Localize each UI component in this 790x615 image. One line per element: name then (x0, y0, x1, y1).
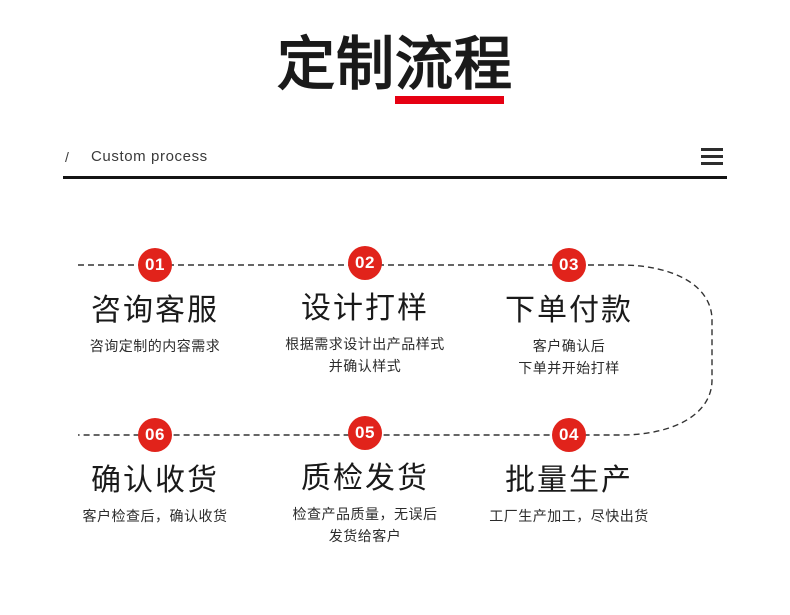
step-title: 批量生产 (505, 464, 633, 497)
subtitle-label: Custom process (91, 148, 208, 165)
step-number-badge: 04 (552, 418, 586, 452)
menu-bar-2 (701, 155, 723, 158)
step-number-badge: 03 (552, 248, 586, 282)
hamburger-menu-icon[interactable] (701, 148, 723, 165)
step-description: 根据需求设计出产品样式 并确认样式 (250, 333, 480, 377)
page-header: 定制流程 / Custom process (0, 0, 790, 190)
step-description-line: 下单并开始打样 (518, 360, 620, 376)
page-title-plain: 定制 (276, 32, 395, 97)
step-description-line: 咨询定制的内容需求 (89, 338, 221, 354)
step-number-badge: 02 (348, 246, 382, 280)
menu-bar-1 (701, 148, 723, 151)
subtitle-row: / Custom process (63, 146, 727, 176)
flow-connector-line (78, 264, 713, 436)
step-description-line: 工厂生产加工，尽快出货 (489, 508, 649, 524)
step-description: 工厂生产加工，尽快出货 (454, 505, 684, 527)
step-description-line: 客户确认后 (532, 338, 606, 354)
page-title: 定制流程 (0, 33, 790, 97)
step-description: 客户确认后 下单并开始打样 (454, 335, 684, 379)
step-number-badge: 01 (138, 248, 172, 282)
step-title: 质检发货 (301, 462, 429, 495)
page-title-highlight: 流程 (395, 32, 514, 97)
subtitle-slash-mark: / (65, 149, 69, 165)
step-description-line: 根据需求设计出产品样式 (285, 336, 445, 352)
title-underline-accent-bar (395, 96, 504, 104)
header-divider (63, 176, 727, 179)
step-title: 确认收货 (91, 464, 219, 497)
step-description: 检查产品质量，无误后 发货给客户 (250, 503, 480, 547)
process-flow: 01 咨询客服 咨询定制的内容需求 02 设计打样 根据需求设计出产品样式 并确… (0, 190, 790, 590)
step-description-line: 并确认样式 (328, 358, 402, 374)
step-title: 咨询客服 (91, 294, 219, 327)
step-number-badge: 05 (348, 416, 382, 450)
step-description-line: 检查产品质量，无误后 (292, 506, 438, 522)
step-number-badge: 06 (138, 418, 172, 452)
step-description-line: 发货给客户 (328, 528, 402, 544)
step-title: 下单付款 (505, 294, 633, 327)
step-description: 咨询定制的内容需求 (40, 335, 270, 357)
step-description-line: 客户检查后，确认收货 (82, 508, 228, 524)
step-title: 设计打样 (301, 292, 429, 325)
step-description: 客户检查后，确认收货 (40, 505, 270, 527)
menu-bar-3 (701, 162, 723, 165)
